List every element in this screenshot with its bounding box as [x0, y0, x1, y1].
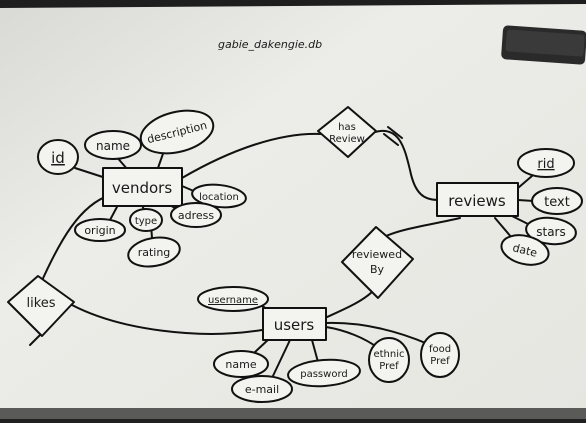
svg-text:name: name — [225, 358, 256, 371]
link-reviews-reviewed-by — [385, 217, 461, 237]
svg-text:Pref: Pref — [430, 356, 450, 367]
svg-text:password: password — [300, 369, 347, 380]
has-review-line2: Review — [329, 134, 365, 145]
svg-text:rid: rid — [537, 157, 554, 172]
link-vendors-has-review — [181, 132, 323, 179]
svg-text:username: username — [208, 295, 258, 306]
entity-vendors: vendors — [102, 167, 183, 207]
entity-vendors-label: vendors — [112, 179, 172, 197]
svg-text:Pref: Pref — [379, 361, 399, 372]
has-review-line1: has — [338, 122, 356, 133]
line-date — [494, 217, 513, 239]
attr-name: name — [84, 130, 142, 160]
attr-date: date — [500, 234, 550, 266]
attr-email: e-mail — [231, 375, 293, 403]
svg-text:id: id — [51, 149, 65, 167]
attr-description: description — [139, 109, 215, 155]
svg-text:type: type — [135, 216, 157, 227]
svg-text:e-mail: e-mail — [245, 383, 279, 396]
svg-text:name: name — [96, 139, 130, 153]
svg-text:stars: stars — [536, 225, 566, 239]
relationship-reviewed-by: reviewed By — [341, 226, 414, 299]
line-food-pref — [325, 321, 429, 345]
relationship-has-review: has Review — [317, 106, 377, 158]
attr-adress: adress — [170, 202, 222, 228]
whiteboard — [0, 4, 586, 419]
svg-text:location: location — [199, 192, 239, 203]
link-reviewed-by-users — [324, 291, 373, 319]
board-tray — [0, 408, 586, 419]
attr-type: type — [129, 208, 163, 232]
svg-text:food: food — [429, 344, 451, 355]
attr-food-pref: food Pref — [420, 332, 460, 378]
attr-origin: origin — [74, 218, 126, 242]
relationship-likes: likes — [7, 275, 75, 337]
attr-rating: rating — [127, 236, 181, 268]
line-password — [311, 339, 319, 363]
attr-location: location — [191, 183, 247, 209]
attr-stars: stars — [525, 216, 577, 246]
eraser-icon — [501, 25, 586, 65]
attr-ethnic-pref: ethnic Pref — [368, 337, 410, 383]
likes-label: likes — [26, 296, 55, 311]
entity-users: users — [262, 307, 327, 341]
entity-reviews: reviews — [436, 182, 519, 217]
entity-reviews-label: reviews — [448, 192, 506, 210]
attr-user-name: name — [213, 350, 269, 378]
cardinality-mark — [383, 126, 403, 146]
svg-text:ethnic: ethnic — [373, 349, 404, 360]
svg-text:adress: adress — [178, 209, 215, 222]
attr-id: id — [37, 139, 79, 175]
attr-username: username — [197, 286, 269, 312]
line-origin — [109, 204, 119, 221]
attr-rid: rid — [517, 148, 575, 178]
line-rid — [517, 175, 533, 189]
attr-text: text — [531, 187, 583, 215]
diagram-title: gabie_dakengie.db — [218, 38, 322, 51]
reviewed-by-line2: By — [370, 263, 385, 276]
likes-tail — [29, 334, 41, 346]
svg-text:origin: origin — [84, 224, 115, 237]
attr-password: password — [287, 358, 361, 388]
svg-text:date: date — [511, 241, 538, 260]
link-vendors-likes — [39, 194, 111, 286]
link-has-review-reviews — [374, 129, 439, 201]
svg-text:text: text — [544, 195, 570, 210]
svg-text:rating: rating — [138, 246, 171, 259]
link-likes-users — [71, 304, 263, 335]
entity-users-label: users — [274, 316, 315, 334]
line-email — [271, 339, 291, 379]
reviewed-by-line1: reviewed — [352, 248, 402, 261]
